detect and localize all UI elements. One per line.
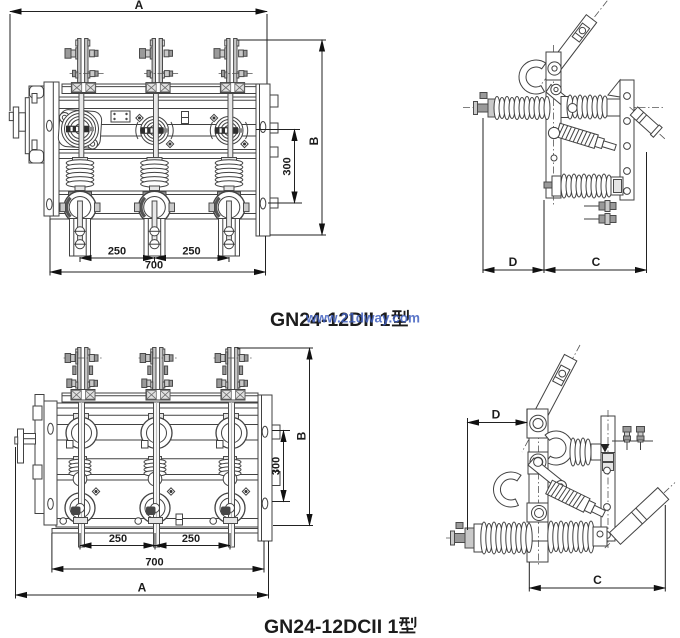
svg-text:250: 250 — [182, 246, 200, 258]
svg-text:D: D — [492, 408, 501, 422]
svg-text:700: 700 — [145, 557, 163, 569]
svg-text:www.21dway.com: www.21dway.com — [305, 311, 420, 326]
svg-text:250: 250 — [109, 533, 127, 545]
svg-text:C: C — [592, 255, 601, 269]
svg-text:C: C — [593, 573, 602, 587]
svg-text:300: 300 — [271, 457, 283, 475]
svg-text:A: A — [138, 581, 147, 595]
svg-text:D: D — [509, 255, 518, 269]
svg-text:GN24-12DII 1: GN24-12DII 1 — [270, 309, 390, 331]
svg-text:A: A — [135, 0, 144, 12]
svg-text:700: 700 — [145, 260, 163, 272]
svg-text:GN24-12DCII 1: GN24-12DCII 1 — [264, 616, 399, 638]
svg-text:300: 300 — [282, 157, 294, 175]
svg-text:250: 250 — [182, 533, 200, 545]
svg-text:B: B — [307, 136, 321, 145]
svg-text:B: B — [295, 431, 309, 440]
svg-text:250: 250 — [108, 246, 126, 258]
